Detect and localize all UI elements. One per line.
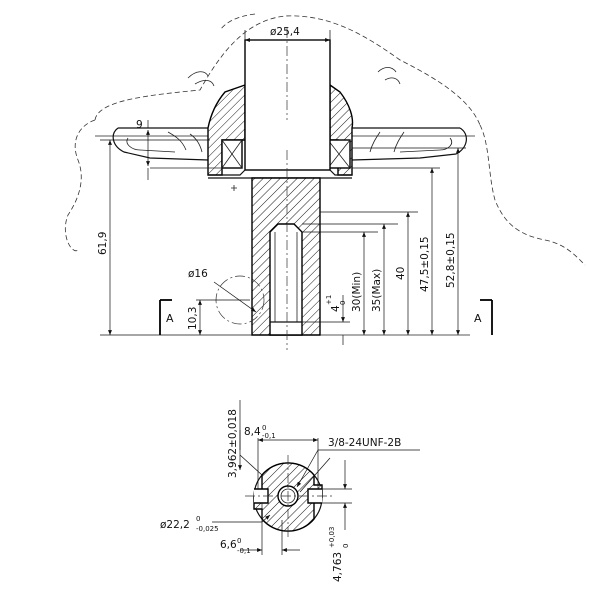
dim-key-8-4: 8,4 0 -0,1 — [244, 424, 319, 489]
dim-6-6-tol-upper: 0 — [237, 537, 241, 545]
dim-4763-text: 4,763 — [332, 552, 344, 582]
outline-tab-right — [377, 67, 401, 85]
flange-contour-left — [112, 127, 209, 161]
dim-key-3962-text: 3,962±0,018 — [227, 409, 239, 478]
flange-rib-left — [167, 131, 203, 153]
dim-40-text: 40 — [395, 267, 407, 280]
dim-10-3: 10,3 — [187, 299, 250, 335]
dim-6-6-text: 6,6 — [220, 539, 237, 551]
section-a-a-view: 3,962±0,018 8,4 0 -0,1 3/8-24UNF-2B ø22,… — [160, 400, 420, 582]
upper-section-view: A A ø25,4 9 61,9 ø16 — [64, 13, 586, 350]
dim-9: 9 — [136, 119, 150, 180]
dim-key-8-4-tol-lower: -0,1 — [262, 432, 276, 440]
dim-10-3-text: 10,3 — [187, 307, 199, 330]
dim-4-tol-upper: +1 — [325, 295, 333, 305]
dim-30-min: 30(Min) — [302, 231, 378, 335]
section-label-left: A — [166, 312, 174, 325]
dim-40: 40 — [320, 211, 418, 335]
dim-52-8: 52,8±0,15 — [352, 147, 466, 335]
engine-outline — [94, 15, 481, 126]
dim-16-text: ø16 — [188, 268, 208, 280]
shaft-step — [208, 169, 352, 176]
cross-mark — [231, 185, 237, 191]
dim-dia-22-2-text: ø22,2 — [160, 519, 190, 531]
dim-30-min-text: 30(Min) — [351, 272, 363, 312]
dim-4: 4 +1 0 — [302, 295, 350, 345]
section-label-right: A — [474, 312, 482, 325]
dim-shaft-diameter-text: ø25,4 — [270, 26, 300, 38]
engine-outline-right-drop — [479, 124, 586, 266]
outline-tab-left — [187, 71, 215, 87]
section-marker-right: A — [474, 299, 493, 335]
dim-9-text: 9 — [136, 119, 143, 131]
section-marker-left: A — [159, 299, 174, 335]
dim-52-8-text: 52,8±0,15 — [445, 232, 457, 288]
engine-outline-inner-curve — [219, 13, 256, 31]
dim-thread-text: 3/8-24UNF-2B — [328, 437, 401, 449]
dim-16: ø16 — [188, 268, 257, 313]
dim-key-8-4-tol-upper: 0 — [262, 424, 266, 432]
dim-thread: 3/8-24UNF-2B — [296, 437, 420, 493]
dim-35-max-text: 35(Max) — [371, 269, 383, 312]
dim-shaft-diameter: ø25,4 — [245, 26, 330, 42]
flange-contour-right — [351, 127, 467, 161]
bearing-right — [327, 139, 351, 169]
engine-outline-left-drop — [64, 119, 96, 252]
shaft-upper-body — [244, 39, 331, 171]
dim-47-5: 47,5±0,15 — [352, 167, 440, 335]
dim-4763-tol-upper: +0,03 — [328, 527, 336, 548]
dim-47-5-text: 47,5±0,15 — [419, 236, 431, 292]
dim-dia-22-2: ø22,2 0 -0,025 — [160, 514, 271, 533]
dim-6-6: 6,6 0 -0,1 — [220, 503, 300, 555]
dim-key-8-4-text: 8,4 — [244, 426, 261, 438]
dim-key-3962: 3,962±0,018 — [227, 400, 263, 478]
dim-6-6-tol-lower: -0,1 — [237, 547, 251, 555]
flange-rib-right — [369, 131, 405, 153]
dim-4763-tol-lower: 0 — [342, 544, 350, 548]
dim-4-text: 4 — [330, 305, 342, 312]
dim-dia-22-2-tol-lower: -0,025 — [196, 525, 219, 533]
dim-61-9: 61,9 — [97, 139, 252, 336]
dim-dia-22-2-tol-upper: 0 — [196, 515, 200, 523]
dim-4-tol-lower: 0 — [339, 301, 347, 305]
dim-61-9-text: 61,9 — [97, 232, 109, 255]
bearing-left — [221, 139, 243, 169]
dim-4763: 4,763 +0,03 0 — [322, 460, 352, 582]
dim-35-max: 35(Max) — [302, 223, 398, 335]
flange-inner-right — [399, 137, 453, 153]
